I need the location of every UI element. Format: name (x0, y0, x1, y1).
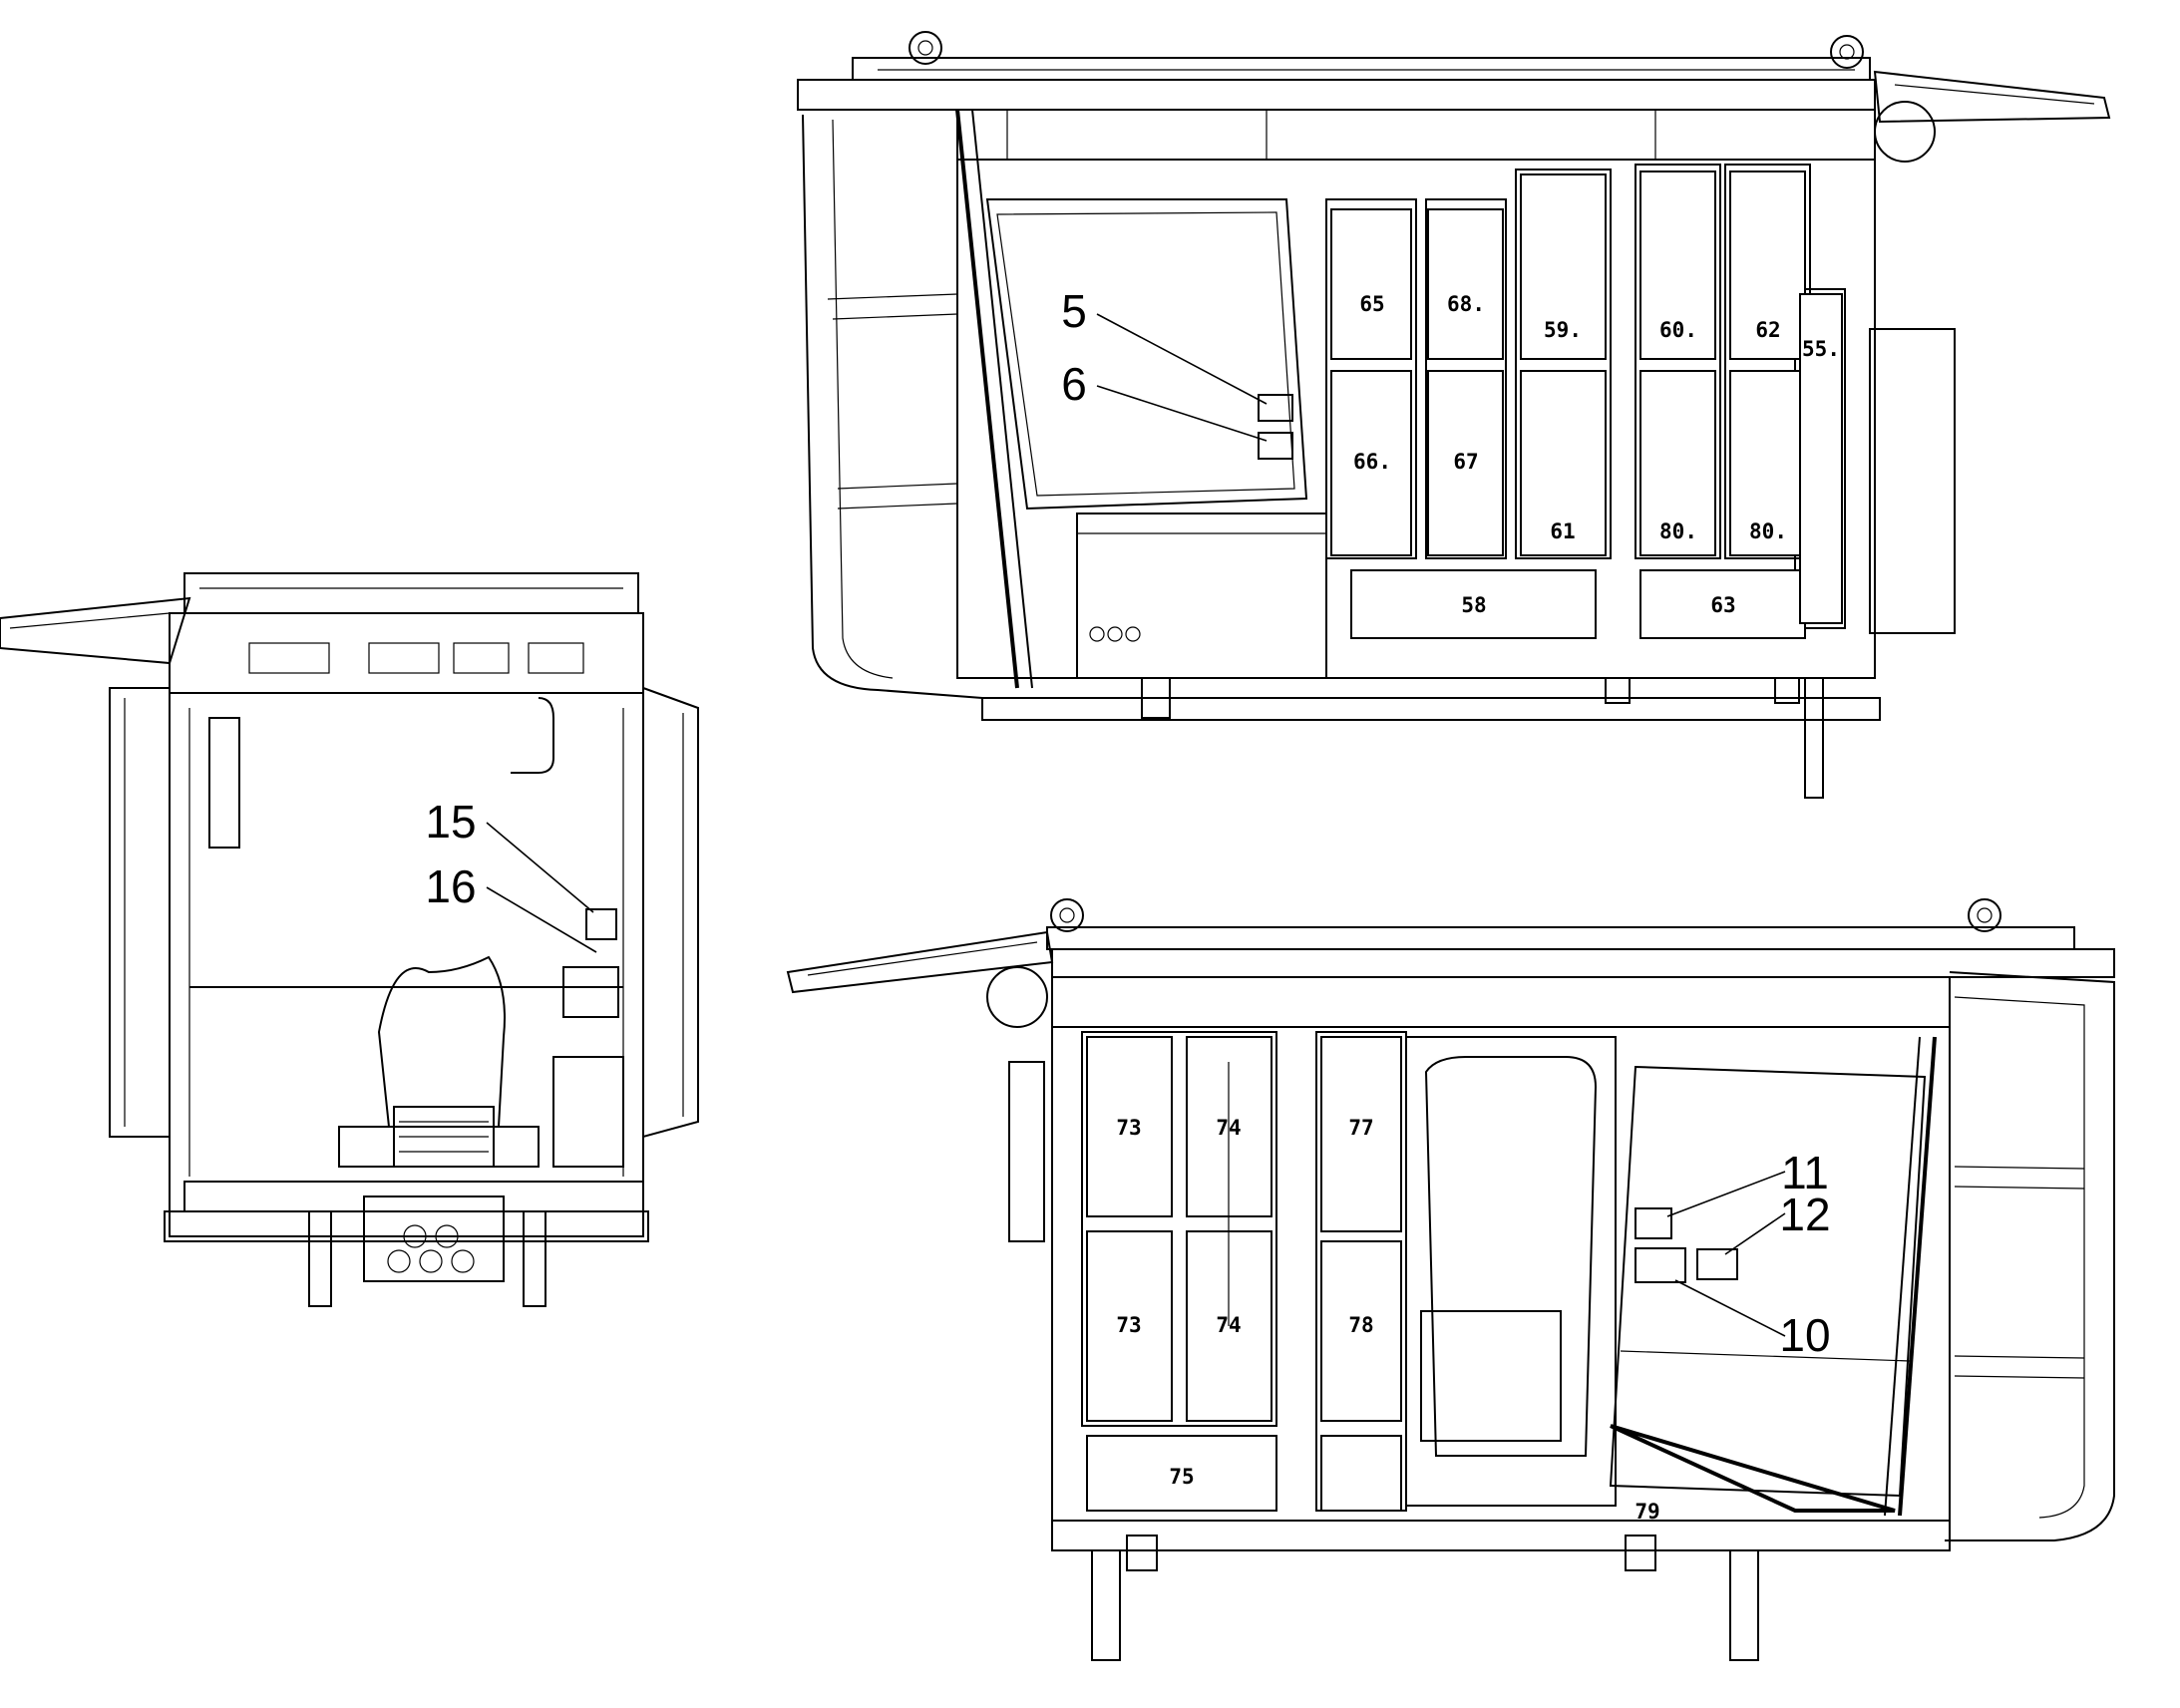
panel-label-73b: 73 (1116, 1313, 1141, 1337)
cab-side-view-bottom: 73 74 77 73 74 78 75 79 11 12 10 (786, 898, 2115, 1661)
callout-11: 11 (1781, 1147, 1829, 1198)
cab-side-view-top: 65 68. 59. 60. 62 55. 66. 67 61 80. 80. … (797, 31, 2111, 799)
panel-label-65: 65 (1359, 292, 1384, 316)
decal-10-marker (1635, 1247, 1686, 1283)
callout-6: 6 (1061, 358, 1087, 410)
panel-label-60: 60. (1659, 318, 1697, 342)
panel-label-74b: 74 (1216, 1313, 1241, 1337)
panel-label-55: 55. (1802, 337, 1840, 361)
callout-12: 12 (1779, 1189, 1830, 1240)
panel-label-66: 66. (1353, 450, 1391, 474)
panel-label-80b: 80. (1749, 519, 1787, 543)
callout-5: 5 (1061, 285, 1087, 337)
panel-label-73a: 73 (1116, 1116, 1141, 1140)
panel-label-78: 78 (1348, 1313, 1373, 1337)
panel-label-79: 79 (1635, 1500, 1659, 1524)
panel-label-74a: 74 (1216, 1116, 1241, 1140)
decal-5-marker (1258, 394, 1293, 422)
panel-label-62: 62 (1755, 318, 1780, 342)
callout-16: 16 (425, 860, 476, 912)
decal-6-marker (1258, 432, 1293, 460)
decal-15-marker (585, 908, 617, 940)
decal-16-marker (562, 966, 619, 1018)
panel-label-77: 77 (1348, 1116, 1373, 1140)
panel-group-bottom: 73 74 77 73 74 78 75 79 (1086, 1036, 1660, 1524)
panel-label-68: 68. (1447, 292, 1485, 316)
callout-10: 10 (1779, 1309, 1830, 1361)
panel-label-75: 75 (1169, 1465, 1194, 1489)
cab-front-view: 15 16 (0, 572, 699, 1307)
decal-12-marker (1696, 1248, 1738, 1280)
panel-group-top: 65 68. 59. 60. 62 55. 66. 67 61 80. 80. … (1330, 171, 1843, 639)
panel-label-67: 67 (1453, 450, 1478, 474)
panel-label-80a: 80. (1659, 519, 1697, 543)
panel-label-61: 61 (1550, 519, 1575, 543)
panel-label-58: 58 (1461, 593, 1486, 617)
panel-label-59: 59. (1544, 318, 1582, 342)
decal-11-marker (1635, 1207, 1672, 1239)
panel-label-63: 63 (1710, 593, 1735, 617)
callout-15: 15 (425, 796, 476, 848)
